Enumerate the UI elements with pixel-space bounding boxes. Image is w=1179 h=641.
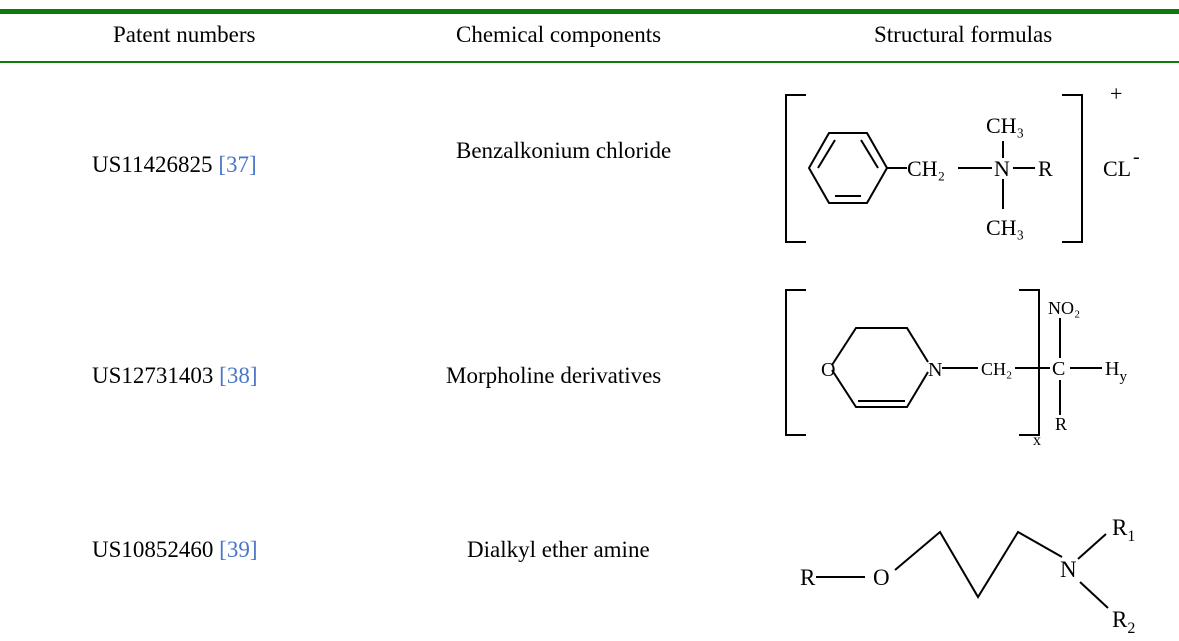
r-label: R: [800, 565, 816, 590]
table-row-3-component: Dialkyl ether amine: [467, 537, 650, 562]
benzalkonium-chloride-structure: CH₂ N R CH₃ CH₃ + CL -: [785, 81, 1140, 243]
right-bracket: [1019, 289, 1040, 436]
top-rule: [0, 9, 1179, 14]
ch3-top-label: CH₃: [986, 113, 1024, 138]
header-chemical-components: Chemical components: [456, 22, 662, 47]
right-bracket: [1062, 94, 1083, 243]
morpholine-ring: [831, 327, 929, 366]
dialkyl-ether-amine-structure: R O N R1 R2: [800, 515, 1135, 637]
ch2-label: CH₂: [981, 359, 1012, 379]
table-row-1-component: Benzalkonium chloride: [456, 138, 672, 163]
header-patent-numbers: Patent numbers: [113, 22, 256, 47]
reference-link[interactable]: [39]: [219, 537, 258, 562]
plus-charge: +: [1110, 81, 1122, 106]
r2-label: R2: [1112, 607, 1135, 637]
patent-number: US11426825: [92, 152, 213, 177]
morpholine-derivative-structure: O N CH₂ C NO₂ Hy R x: [785, 289, 1127, 449]
patent-number: US10852460: [92, 537, 214, 562]
n-label: N: [1060, 557, 1077, 582]
patent-number: US12731403: [92, 363, 214, 388]
header-rule: [0, 61, 1179, 63]
c-label: C: [1052, 358, 1065, 380]
r-label: R: [1055, 414, 1067, 434]
left-bracket: [785, 289, 806, 436]
benzene-ring: [807, 132, 889, 204]
table-row-2-patent: US12731403 [38]: [92, 363, 257, 389]
table-row-3-patent: US10852460 [39]: [92, 537, 257, 563]
ch3-bottom-label: CH₃: [986, 215, 1024, 240]
left-bracket: [785, 94, 806, 243]
n-label: N: [928, 359, 942, 381]
chloride-label: CL: [1103, 156, 1131, 181]
r-label: R: [1038, 156, 1053, 181]
n-label: N: [994, 156, 1010, 181]
x-subscript: x: [1033, 432, 1041, 449]
hy-label: Hy: [1105, 358, 1127, 385]
minus-charge: -: [1133, 146, 1140, 168]
o-label: O: [821, 359, 835, 381]
table-row-1-patent: US11426825 [37]: [92, 152, 257, 178]
r1-label: R1: [1112, 515, 1135, 545]
no2-label: NO₂: [1048, 298, 1080, 318]
header-structural-formulas: Structural formulas: [874, 22, 1053, 47]
o-label: O: [873, 565, 890, 590]
reference-link[interactable]: [37]: [218, 152, 257, 177]
reference-link[interactable]: [38]: [219, 363, 258, 388]
ch2-label: CH₂: [907, 156, 945, 181]
table-row-2-component: Morpholine derivatives: [446, 363, 662, 388]
